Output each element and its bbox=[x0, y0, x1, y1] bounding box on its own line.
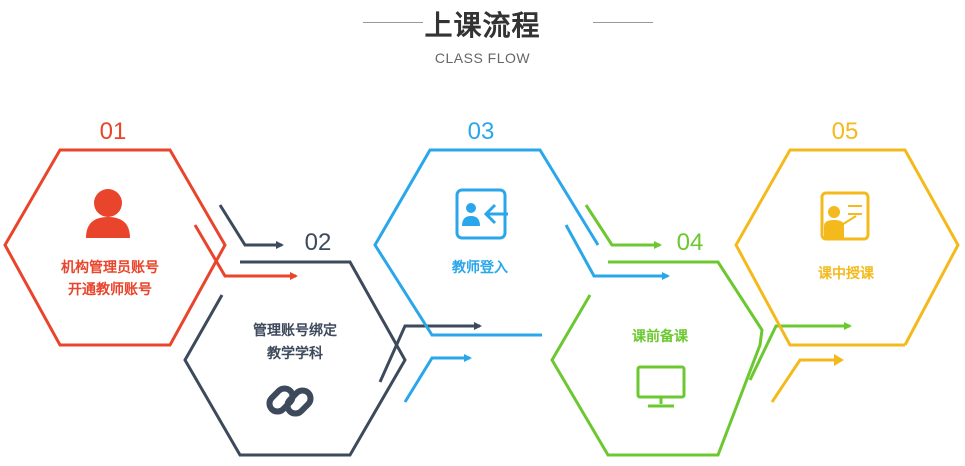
step-01-label-line1: 机构管理员账号 bbox=[61, 259, 159, 276]
step-05: 05 课中授课 bbox=[734, 118, 960, 347]
step-04-hexagon bbox=[550, 260, 764, 457]
step-05-hexagon bbox=[734, 148, 960, 347]
title-divider-left bbox=[363, 22, 423, 23]
title-divider-right bbox=[593, 22, 653, 23]
step-04-label: 课前备课 bbox=[632, 328, 689, 345]
step-01-hexagon bbox=[3, 148, 227, 347]
step-05-number: 05 bbox=[832, 118, 859, 145]
step-02-label-line1: 管理账号绑定 bbox=[253, 322, 337, 339]
monitor-icon bbox=[636, 365, 686, 408]
arrow-04-to-05-yellow-head bbox=[834, 354, 844, 366]
step-03-label: 教师登入 bbox=[452, 259, 508, 276]
page-subtitle: CLASS FLOW bbox=[434, 50, 531, 66]
arrow-04-to-05-green bbox=[748, 322, 852, 381]
teacher-board-icon bbox=[820, 191, 870, 241]
step-03: 03 教师登入 bbox=[373, 118, 600, 337]
login-icon bbox=[455, 188, 508, 240]
step-02-number: 02 bbox=[305, 229, 332, 256]
arrow-02-to-03-dark bbox=[378, 322, 482, 383]
step-01: 01 机构管理员账号 开通教师账号 bbox=[3, 118, 227, 347]
step-03-number: 03 bbox=[468, 118, 495, 145]
step-02-label-line2: 教学学科 bbox=[267, 345, 323, 362]
step-03-hexagon bbox=[373, 148, 600, 337]
step-01-number: 01 bbox=[100, 118, 127, 145]
arrow-01-to-02-dark bbox=[218, 204, 284, 249]
arrow-03-to-04-blue bbox=[564, 224, 670, 280]
arrow-02-to-03-blue bbox=[403, 354, 472, 403]
user-icon bbox=[86, 189, 130, 238]
step-01-label-line2: 开通教师账号 bbox=[68, 281, 152, 298]
step-05-label: 课中授课 bbox=[818, 265, 875, 282]
page-title: 上课流程 bbox=[424, 9, 541, 42]
step-04-number: 04 bbox=[677, 229, 704, 256]
arrow-04-to-05-yellow bbox=[770, 358, 840, 403]
arrow-03-to-04-green bbox=[584, 204, 662, 249]
header: 上课流程 CLASS FLOW bbox=[0, 0, 965, 80]
link-icon bbox=[266, 385, 314, 417]
step-02: 02 管理账号绑定 教学学科 bbox=[183, 229, 407, 457]
step-04: 04 课前备课 bbox=[550, 229, 764, 457]
arrow-01-to-02-red bbox=[193, 224, 298, 280]
step-02-hexagon bbox=[183, 260, 407, 457]
